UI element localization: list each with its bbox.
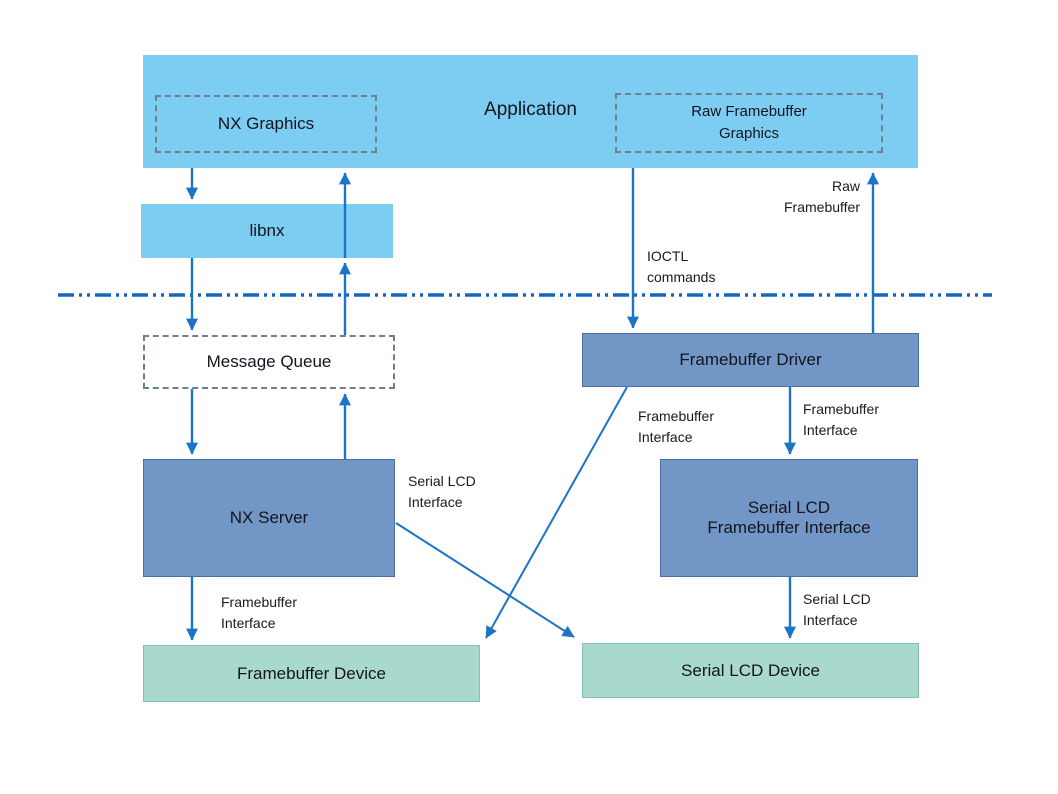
node-message-queue: Message Queue [143,335,395,389]
nx-graphics-label: NX Graphics [217,114,315,133]
message-queue-label: Message Queue [206,352,332,371]
edge-label-serial-lcd-interface-right: Serial LCD Interface [803,591,871,628]
node-libnx: libnx [141,204,393,258]
node-framebuffer-device: Framebuffer Device [143,645,480,702]
nx-server-label: NX Server [229,508,309,527]
application-label: Application [484,99,577,120]
edge-label-framebuffer-interface-right: Framebuffer Interface [803,401,879,438]
node-raw-framebuffer-graphics: Raw Framebuffer Graphics [615,93,883,153]
edge-label-raw-framebuffer: Raw Framebuffer [784,178,860,215]
node-application [143,55,918,168]
node-nx-server: NX Server [143,459,395,577]
raw-framebuffer-graphics-label: Raw Framebuffer Graphics [691,103,807,142]
framebuffer-device-label: Framebuffer Device [237,663,386,683]
node-serial-lcd-device: Serial LCD Device [582,643,919,698]
edge-label-serial-lcd-interface-nx: Serial LCD Interface [408,473,476,510]
framebuffer-driver-label: Framebuffer Driver [679,350,822,369]
edge-label-ioctl-commands: IOCTL commands [647,248,716,285]
serial-lcd-device-label: Serial LCD Device [681,660,820,680]
node-nx-graphics: NX Graphics [155,95,377,153]
node-framebuffer-driver: Framebuffer Driver [582,333,919,387]
libnx-label: libnx [249,221,285,240]
edge-label-framebuffer-interface-left: Framebuffer Interface [638,408,714,445]
edge-label-framebuffer-interface-nx: Framebuffer Interface [221,594,297,631]
node-serial-lcd-framebuffer-interface: Serial LCD Framebuffer Interface [660,459,918,577]
serial-lcd-framebuffer-interface-label: Serial LCD Framebuffer Interface [707,498,871,537]
